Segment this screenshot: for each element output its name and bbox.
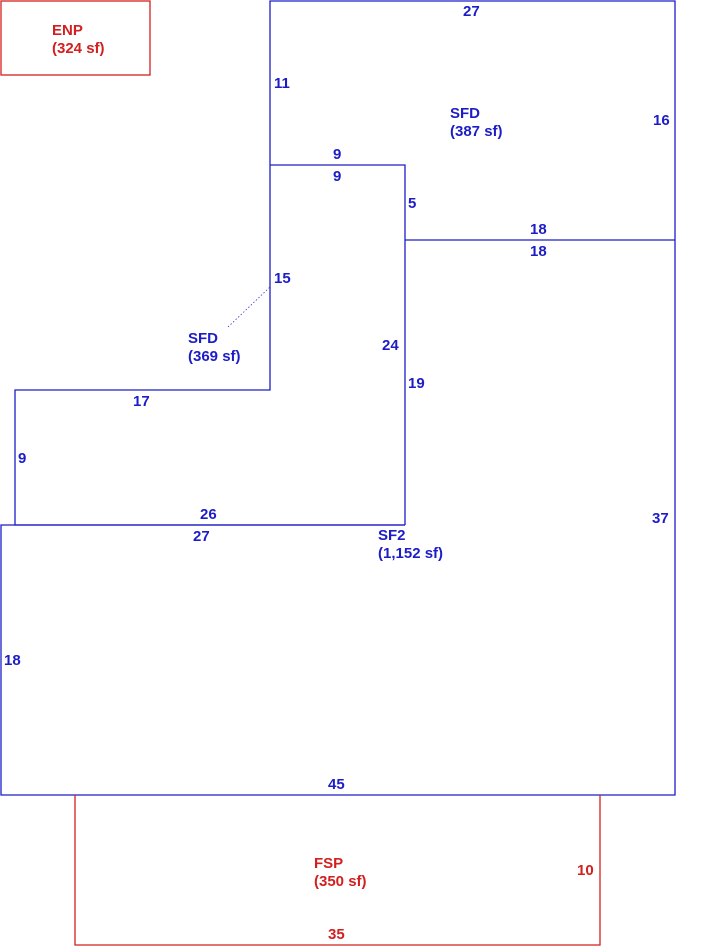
dim-main-top: 27 xyxy=(193,528,210,545)
dim-right-height: 37 xyxy=(652,510,669,527)
dim-notch-bottom: 9 xyxy=(333,168,341,185)
enp-size-label: (324 sf) xyxy=(52,40,105,57)
enp-code-label: ENP xyxy=(52,22,83,39)
dim-wing-top: 17 xyxy=(133,393,150,410)
dim-top-width: 27 xyxy=(463,3,480,20)
fsp-size-label: (350 sf) xyxy=(314,873,367,890)
dim-notch-right-height: 5 xyxy=(408,195,416,212)
sfd-left-leader-line xyxy=(227,286,271,328)
dim-main-bottom: 45 xyxy=(328,776,345,793)
dim-mid-divider-top: 18 xyxy=(530,221,547,238)
dimension-labels: 27 11 16 9 9 5 18 18 15 24 19 17 9 26 27… xyxy=(4,3,670,943)
fsp-code-label: FSP xyxy=(314,855,343,872)
sfd-left-size-label: (369 sf) xyxy=(188,348,241,365)
dim-wing-left-height: 9 xyxy=(18,450,26,467)
sf2-size-label: (1,152 sf) xyxy=(378,545,443,562)
sfd-left-code-label: SFD xyxy=(188,330,218,347)
sfd-upper-code-label: SFD xyxy=(450,105,480,122)
fsp-outline xyxy=(74,795,601,946)
enp-outline xyxy=(0,0,151,76)
dim-upper-right-height: 16 xyxy=(653,112,670,129)
dim-wing-bottom: 26 xyxy=(200,506,217,523)
dim-inner-right-height-outer: 24 xyxy=(382,337,399,354)
porch-outlines xyxy=(0,0,601,946)
sf2-code-label: SF2 xyxy=(378,527,406,544)
dim-porch-right-height: 10 xyxy=(577,862,594,879)
living-area-outlines xyxy=(0,0,676,796)
dim-porch-bottom: 35 xyxy=(328,926,345,943)
sf2-outline xyxy=(0,240,676,796)
sfd-upper-size-label: (387 sf) xyxy=(450,123,503,140)
dim-notch-top: 9 xyxy=(333,146,341,163)
dim-upper-left-height: 11 xyxy=(274,75,290,92)
dim-left-inner-height: 15 xyxy=(274,270,291,287)
dim-main-left-height: 18 xyxy=(4,652,21,669)
dim-mid-divider-bottom: 18 xyxy=(530,243,547,260)
dim-inner-right-height-inner: 19 xyxy=(408,375,425,392)
sfd-upper-outline xyxy=(269,0,676,240)
sfd-upper-notch-outline xyxy=(270,164,406,525)
area-labels: ENP (324 sf) SFD (387 sf) SFD (369 sf) S… xyxy=(52,22,503,890)
